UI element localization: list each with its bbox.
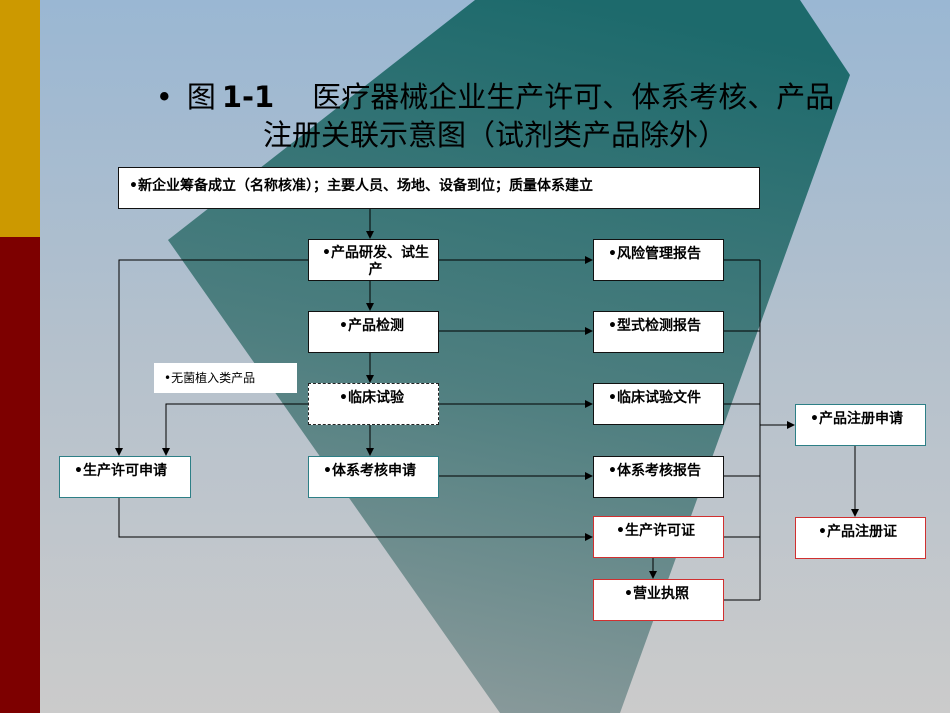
- risk-management-report-box: •风险管理报告: [593, 239, 724, 281]
- business-license-box: •营业执照: [593, 579, 724, 621]
- system-assessment-report-box: •体系考核报告: [593, 456, 724, 498]
- product-rd-trial-production-box: •产品研发、试生产: [308, 239, 439, 281]
- production-license-box: •生产许可证: [593, 516, 724, 558]
- system-assessment-application-box: •体系考核申请: [308, 456, 439, 498]
- new-enterprise-preparation-box: •新企业筹备成立（名称核准）；主要人员、场地、设备到位；质量体系建立: [118, 167, 760, 209]
- clinical-trial-document-box: •临床试验文件: [593, 383, 724, 425]
- maroon-side-bar: [0, 237, 40, 713]
- title-text-line-2: 注册关联示意图（试剂类产品除外）: [262, 118, 727, 152]
- figure-number: 1-1: [221, 80, 275, 114]
- product-registration-certificate-box: •产品注册证: [795, 517, 926, 559]
- title-text-line-1: 医疗器械企业生产许可、体系考核、产品: [312, 80, 835, 114]
- type-test-report-box: •型式检测报告: [593, 311, 724, 353]
- product-testing-box: •产品检测: [308, 311, 439, 353]
- title-bullet: •: [155, 80, 173, 114]
- gold-side-bar: [0, 0, 40, 237]
- sterile-implant-note: •无菌植入类产品: [154, 363, 297, 393]
- product-registration-application-box: •产品注册申请: [795, 404, 926, 446]
- clinical-trial-box: •临床试验: [308, 383, 439, 425]
- production-license-application-box: •生产许可申请: [59, 456, 191, 498]
- title-prefix: 图: [186, 80, 216, 114]
